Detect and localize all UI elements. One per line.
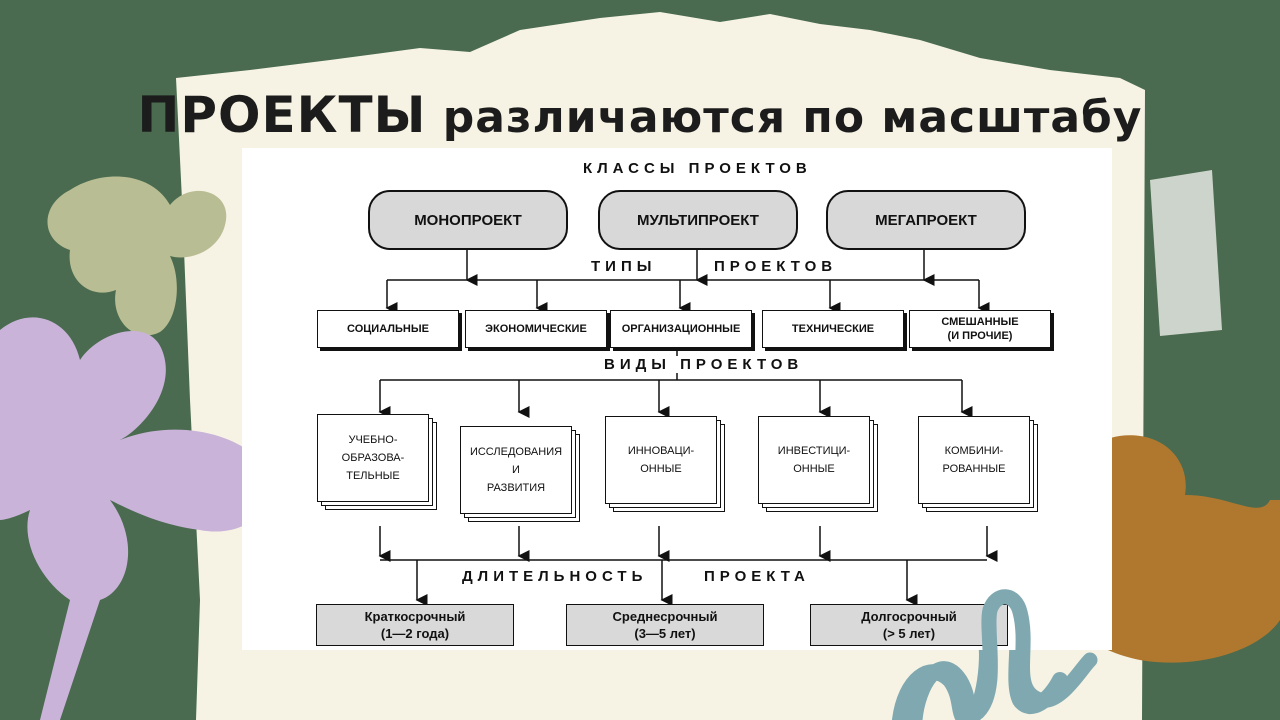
kind-investment-l1: ИНВЕСТИЦИ-	[777, 445, 851, 457]
tape-strip	[1150, 170, 1222, 336]
kind-research-l3: РАЗВИТИЯ	[486, 482, 546, 494]
kind-educational: УЧЕБНО- ОБРАЗОВА- ТЕЛЬНЫЕ	[317, 414, 437, 510]
duration-long-name: Долгосрочный	[861, 609, 957, 624]
class-multi: МУЛЬТИПРОЕКТ	[598, 190, 798, 250]
kind-research-l2: И	[512, 464, 520, 476]
type-social-label: СОЦИАЛЬНЫЕ	[347, 323, 429, 335]
project-classification-diagram: КЛАССЫ ПРОЕКТОВ МОНОПРОЕКТ МУЛЬТИПРОЕКТ …	[242, 148, 1112, 650]
class-mega: МЕГАПРОЕКТ	[826, 190, 1026, 250]
header-types-b: ПРОЕКТОВ	[708, 258, 844, 275]
title-part1: ПРОЕКТЫ	[137, 86, 427, 144]
type-mixed-label: СМЕШАННЫЕ	[941, 316, 1019, 328]
kind-combined: КОМБИНИ- РОВАННЫЕ	[918, 416, 1038, 512]
header-duration-a: ДЛИТЕЛЬНОСТЬ	[456, 568, 654, 585]
kind-combined-l2: РОВАННЫЕ	[942, 463, 1006, 475]
kind-innovative: ИННОВАЦИ- ОННЫЕ	[605, 416, 725, 512]
type-organizational: ОРГАНИЗАЦИОННЫЕ	[610, 310, 752, 348]
kind-educational-l3: ТЕЛЬНЫЕ	[346, 470, 400, 482]
header-types-a: ТИПЫ	[585, 258, 663, 275]
kind-investment: ИНВЕСТИЦИ- ОННЫЕ	[758, 416, 878, 512]
type-mixed: СМЕШАННЫЕ (И ПРОЧИЕ)	[909, 310, 1051, 348]
kind-educational-l1: УЧЕБНО-	[348, 434, 398, 446]
kind-investment-l2: ОННЫЕ	[793, 463, 835, 475]
header-duration-b: ПРОЕКТА	[698, 568, 816, 585]
type-mixed-sub: (И ПРОЧИЕ)	[947, 330, 1013, 342]
type-technical-label: ТЕХНИЧЕСКИЕ	[791, 323, 875, 335]
kind-research-l1: ИССЛЕДОВАНИЯ	[469, 446, 563, 458]
type-economic-label: ЭКОНОМИЧЕСКИЕ	[485, 323, 587, 335]
duration-long: Долгосрочный (> 5 лет)	[810, 604, 1008, 646]
kind-educational-l2: ОБРАЗОВА-	[341, 452, 405, 464]
class-mono: МОНОПРОЕКТ	[368, 190, 568, 250]
duration-medium-range: (3—5 лет)	[634, 626, 696, 641]
duration-short-name: Краткосрочный	[364, 609, 466, 624]
kind-innovative-l1: ИННОВАЦИ-	[627, 445, 695, 457]
slide-title: ПРОЕКТЫ различаются по масштабу	[0, 86, 1280, 144]
type-economic: ЭКОНОМИЧЕСКИЕ	[465, 310, 607, 348]
duration-medium-name: Среднесрочный	[612, 609, 718, 624]
leaf-decoration	[47, 176, 227, 336]
kind-research: ИССЛЕДОВАНИЯ И РАЗВИТИЯ	[460, 426, 580, 522]
duration-short: Краткосрочный (1—2 года)	[316, 604, 514, 646]
type-technical: ТЕХНИЧЕСКИЕ	[762, 310, 904, 348]
type-organizational-label: ОРГАНИЗАЦИОННЫЕ	[621, 323, 741, 335]
title-part2: различаются по масштабу	[442, 92, 1143, 143]
flower-decoration	[0, 317, 271, 720]
duration-medium: Среднесрочный (3—5 лет)	[566, 604, 764, 646]
kind-combined-l1: КОМБИНИ-	[944, 445, 1004, 457]
header-classes: КЛАССЫ ПРОЕКТОВ	[577, 160, 818, 177]
duration-long-range: (> 5 лет)	[882, 626, 936, 641]
duration-short-range: (1—2 года)	[380, 626, 450, 641]
kind-innovative-l2: ОННЫЕ	[640, 463, 682, 475]
type-social: СОЦИАЛЬНЫЕ	[317, 310, 459, 348]
header-kinds: ВИДЫ ПРОЕКТОВ	[598, 356, 810, 373]
